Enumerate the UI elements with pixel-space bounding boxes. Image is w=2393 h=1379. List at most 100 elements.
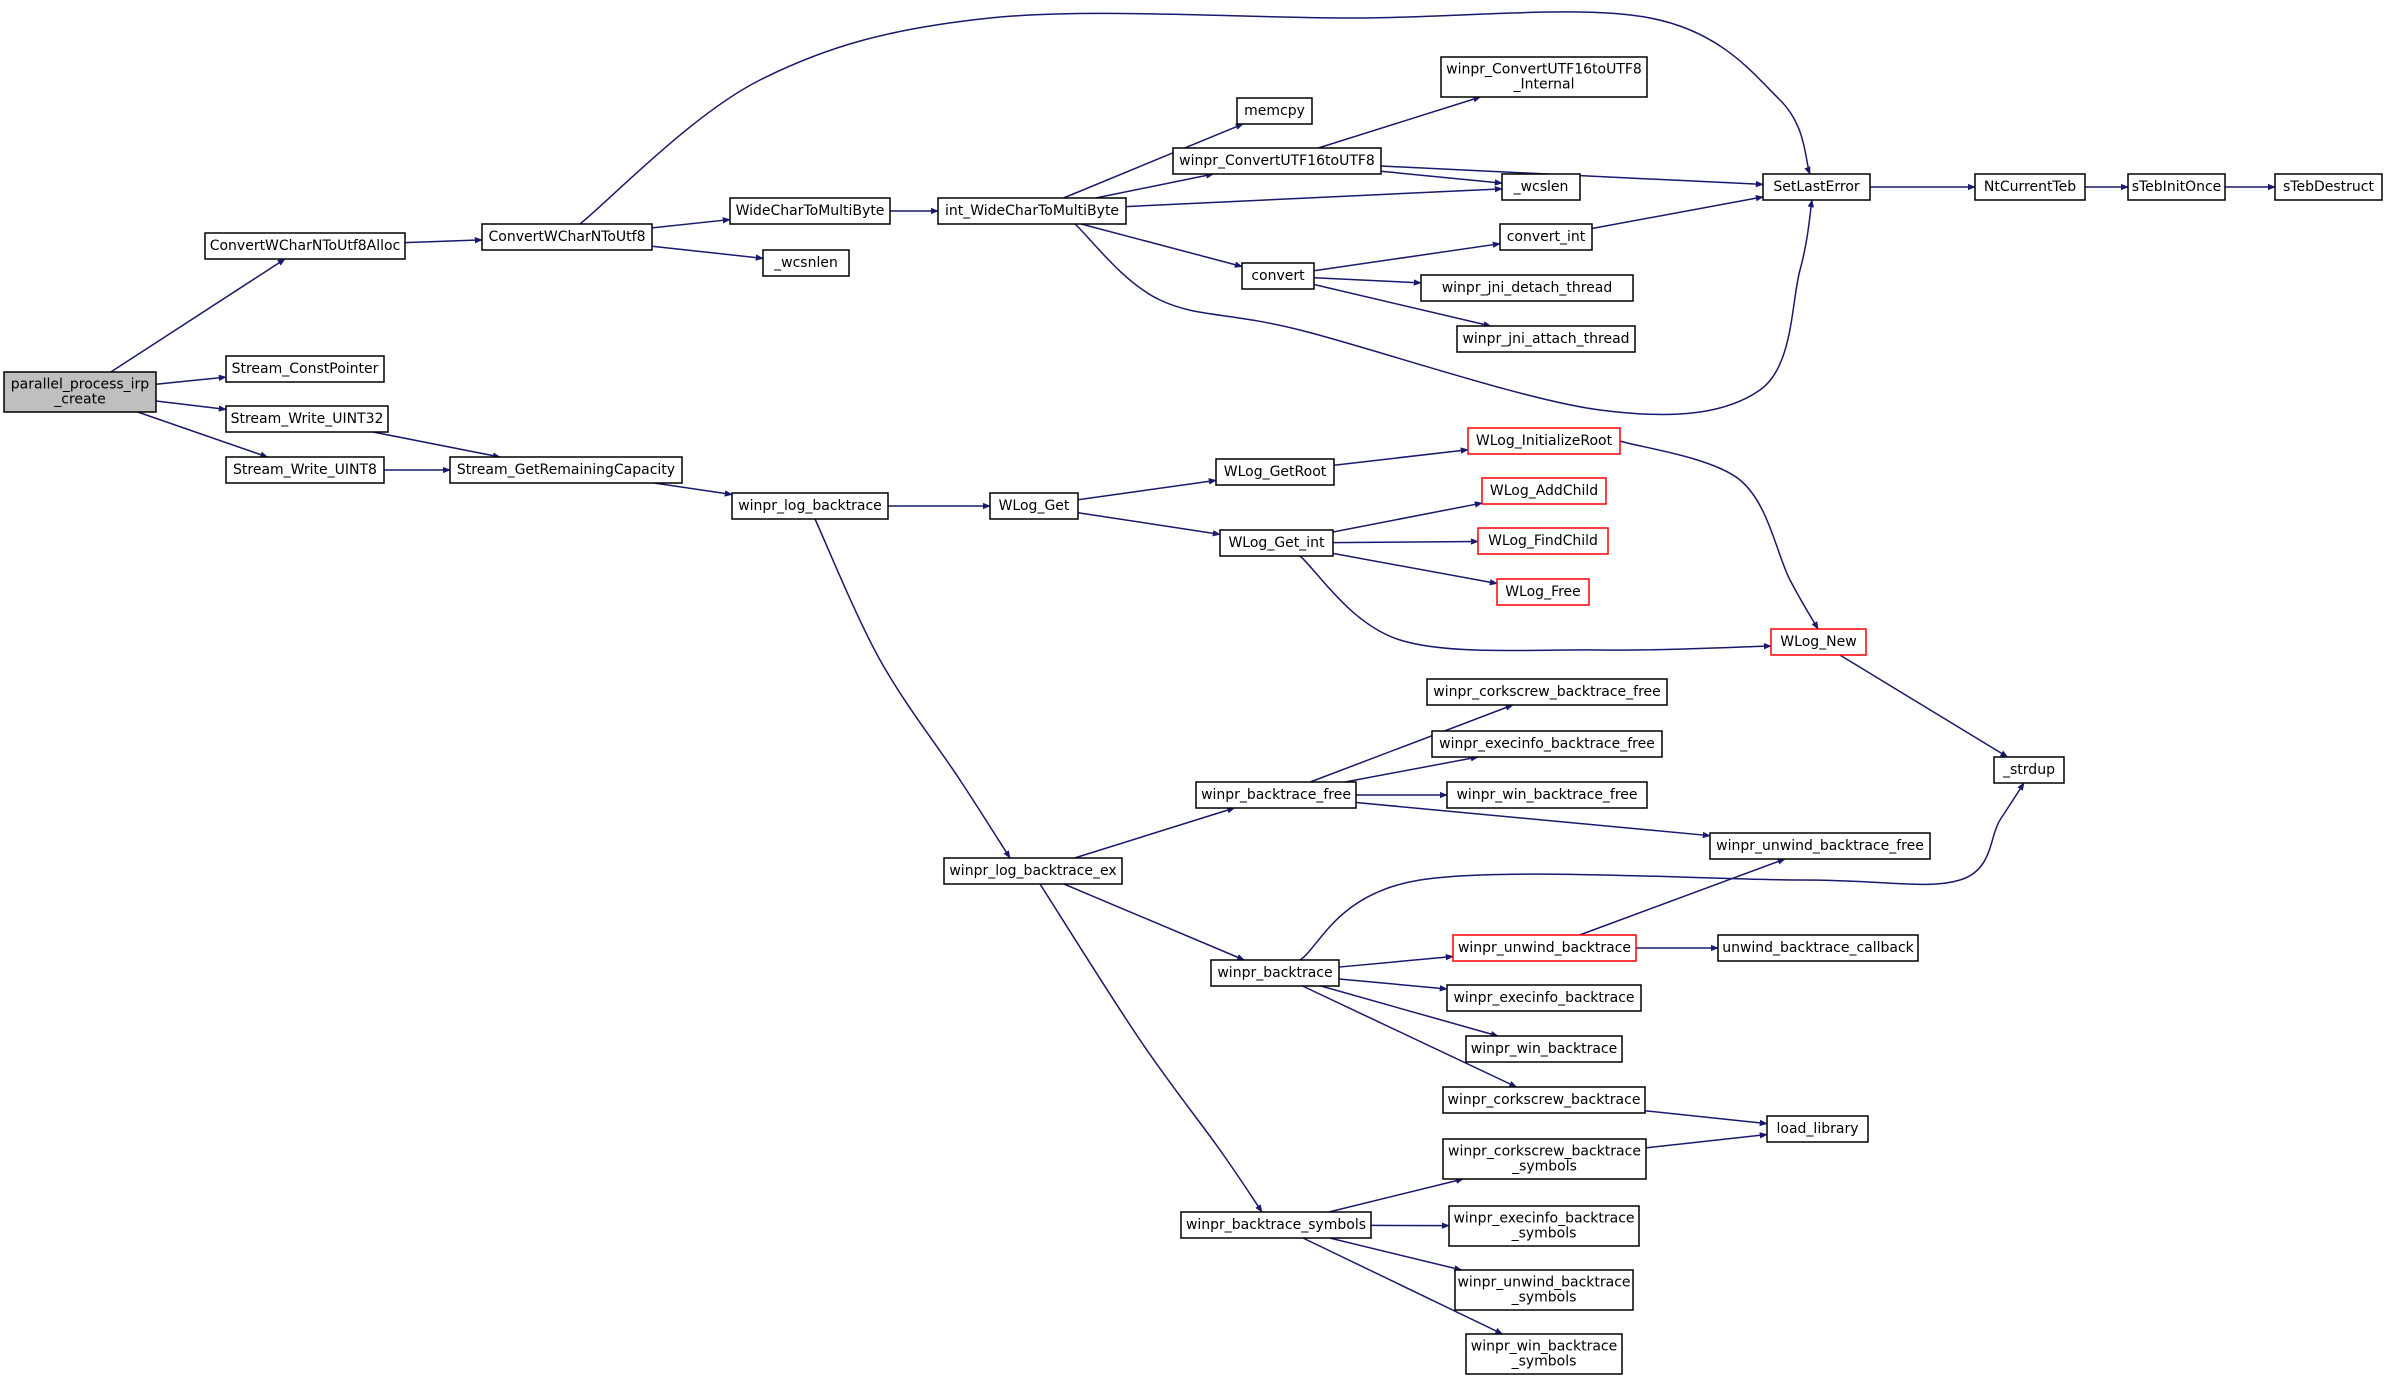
- node-load-library[interactable]: load_library: [1766, 1115, 1869, 1143]
- node-winpr-corkscrew-backtrace-free[interactable]: winpr_corkscrew_backtrace_free: [1426, 678, 1668, 706]
- edge-wlbex-to-wbs: [1039, 883, 1263, 1213]
- node-label: winpr_backtrace_free: [1201, 787, 1351, 803]
- node-winpr-win-backtrace-symbols[interactable]: winpr_win_backtrace_symbols: [1465, 1333, 1623, 1375]
- node-box: [1454, 1269, 1634, 1311]
- edge-wlir-to-wlnew: [1619, 440, 1819, 630]
- node-ntcurrentteb[interactable]: NtCurrentTeb: [1974, 173, 2086, 201]
- node-box: [1448, 1205, 1640, 1247]
- node-wlog-getroot[interactable]: WLog_GetRoot: [1215, 458, 1335, 486]
- node-winpr-jni-attach-thread[interactable]: winpr_jni_attach_thread: [1456, 325, 1636, 353]
- node-strdup[interactable]: _strdup: [1993, 756, 2065, 784]
- node-stream-write-uint8[interactable]: Stream_Write_UINT8: [225, 456, 385, 484]
- edge-wlgi-to-wlfc: [1332, 538, 1479, 545]
- node-widechartomultibyte[interactable]: WideCharToMultiByte: [729, 197, 891, 225]
- node-winpr-corkscrew-backtrace[interactable]: winpr_corkscrew_backtrace: [1442, 1086, 1646, 1114]
- edge-wb-to-strdup: [1299, 782, 2025, 961]
- node-setlasterror[interactable]: SetLastError: [1762, 173, 1871, 201]
- node-label: WLog_AddChild: [1490, 483, 1598, 499]
- node-label: sTebInitOnce: [2132, 179, 2222, 195]
- node-winpr-convertutf16toutf8[interactable]: winpr_ConvertUTF16toUTF8: [1172, 147, 1382, 175]
- node-label: Stream_ConstPointer: [232, 361, 379, 377]
- node-label: winpr_unwind_backtrace: [1457, 1275, 1630, 1291]
- node-winpr-backtrace-symbols[interactable]: winpr_backtrace_symbols: [1180, 1211, 1372, 1239]
- node-winpr-log-backtrace[interactable]: winpr_log_backtrace: [731, 492, 889, 520]
- node-wcslen[interactable]: _wcslen: [1501, 173, 1581, 201]
- node-label: winpr_unwind_backtrace_free: [1716, 838, 1924, 854]
- edge-ppi-to-cwna: [110, 258, 286, 373]
- node-winpr-execinfo-backtrace[interactable]: winpr_execinfo_backtrace: [1446, 984, 1642, 1012]
- node-winpr-backtrace[interactable]: winpr_backtrace: [1210, 959, 1340, 987]
- edge-cwn-to-sle: [579, 11, 1811, 225]
- node-winpr-win-backtrace[interactable]: winpr_win_backtrace: [1465, 1035, 1623, 1063]
- node-box: [1420, 274, 1634, 302]
- node-box: [731, 492, 889, 520]
- node-stream-getremainingcapacity[interactable]: Stream_GetRemainingCapacity: [449, 456, 683, 484]
- node-stream-write-uint32[interactable]: Stream_Write_UINT32: [225, 405, 389, 433]
- node-wlog-initializeroot[interactable]: WLog_InitializeRoot: [1467, 427, 1621, 455]
- node-stebinitonce[interactable]: sTebInitOnce: [2127, 173, 2226, 201]
- node-wlog-get[interactable]: WLog_Get: [989, 492, 1079, 520]
- node-label: Stream_GetRemainingCapacity: [457, 462, 675, 478]
- node-label: WLog_InitializeRoot: [1476, 433, 1613, 449]
- node-winpr-backtrace-free[interactable]: winpr_backtrace_free: [1195, 781, 1357, 809]
- node-wlog-free[interactable]: WLog_Free: [1496, 578, 1590, 606]
- node-winpr-win-backtrace-free[interactable]: winpr_win_backtrace_free: [1446, 781, 1648, 809]
- node-stebdestruct[interactable]: sTebDestruct: [2274, 173, 2383, 201]
- edge-wlnew-to-strdup: [1839, 654, 2009, 758]
- node-label: SetLastError: [1773, 179, 1860, 195]
- node-winpr-execinfo-backtrace-free[interactable]: winpr_execinfo_backtrace_free: [1431, 730, 1663, 758]
- edge-wbf-to-wubf: [1355, 801, 1711, 839]
- node-winpr-unwind-backtrace-symbols[interactable]: winpr_unwind_backtrace_symbols: [1454, 1269, 1634, 1311]
- node-label: unwind_backtrace_callback: [1722, 940, 1914, 956]
- node-wcsnlen[interactable]: _wcsnlen: [762, 249, 850, 277]
- node-int-widechartomultibyte[interactable]: int_WideCharToMultiByte: [937, 197, 1127, 225]
- node-memcpy[interactable]: memcpy: [1236, 97, 1313, 125]
- node-parallel-process-irp-create[interactable]: parallel_process_irp_create: [3, 371, 157, 413]
- node-winpr-convertutf16toutf8-internal[interactable]: winpr_ConvertUTF16toUTF8_Internal: [1440, 56, 1648, 98]
- node-winpr-execinfo-backtrace-symbols[interactable]: winpr_execinfo_backtrace_symbols: [1448, 1205, 1640, 1247]
- node-box: [449, 456, 683, 484]
- node-wlog-findchild[interactable]: WLog_FindChild: [1477, 527, 1609, 555]
- edge-wlget-to-wlgi: [1077, 511, 1221, 537]
- edge-wcb-to-ll: [1644, 1109, 1768, 1127]
- node-winpr-corkscrew-backtrace-symbols[interactable]: winpr_corkscrew_backtrace_symbols: [1442, 1138, 1647, 1180]
- edge-wlbex-to-wb: [1063, 883, 1245, 961]
- node-box: [2274, 173, 2383, 201]
- edge-iwctmb-to-convert: [1081, 223, 1243, 268]
- node-box: [1770, 628, 1867, 656]
- node-wlog-get-int[interactable]: WLog_Get_int: [1219, 529, 1334, 557]
- node-box: [1762, 173, 1871, 201]
- node-label: _create: [53, 392, 105, 408]
- node-label: winpr_jni_attach_thread: [1462, 331, 1629, 347]
- node-winpr-unwind-backtrace-free[interactable]: winpr_unwind_backtrace_free: [1709, 832, 1931, 860]
- node-convert[interactable]: convert: [1241, 262, 1315, 290]
- node-label: ConvertWCharNToUtf8: [489, 229, 646, 245]
- edge-wbs-to-wubs: [1329, 1237, 1463, 1272]
- node-label: _Internal: [1513, 77, 1575, 93]
- node-label: _wcslen: [1513, 179, 1569, 195]
- node-box: [1452, 934, 1637, 962]
- node-winpr-jni-detach-thread[interactable]: winpr_jni_detach_thread: [1420, 274, 1634, 302]
- node-winpr-log-backtrace-ex[interactable]: winpr_log_backtrace_ex: [943, 857, 1123, 885]
- node-label: convert: [1251, 268, 1305, 284]
- node-label: parallel_process_irp: [11, 377, 150, 393]
- edge-wb-to-wcb: [1302, 985, 1518, 1088]
- edge-cwn-to-wctmb: [651, 217, 731, 229]
- node-label: winpr_execinfo_backtrace: [1453, 990, 1634, 1006]
- node-stream-constpointer[interactable]: Stream_ConstPointer: [225, 355, 385, 383]
- node-box: [3, 371, 157, 413]
- node-wlog-new[interactable]: WLog_New: [1770, 628, 1867, 656]
- node-label: _symbols: [1511, 1290, 1577, 1306]
- node-wlog-addchild[interactable]: WLog_AddChild: [1481, 477, 1607, 505]
- node-label: _strdup: [2002, 762, 2055, 778]
- node-convertwcharntoutf8[interactable]: ConvertWCharNToUtf8: [481, 223, 653, 251]
- node-winpr-unwind-backtrace[interactable]: winpr_unwind_backtrace: [1452, 934, 1637, 962]
- node-box: [1501, 173, 1581, 201]
- node-box: [1993, 756, 2065, 784]
- node-convertwcharntoutf8alloc[interactable]: ConvertWCharNToUtf8Alloc: [204, 232, 406, 260]
- node-unwind-backtrace-callback[interactable]: unwind_backtrace_callback: [1717, 934, 1919, 962]
- edge-wbf-to-webf: [1344, 755, 1479, 783]
- edge-wb-to-web: [1338, 978, 1448, 992]
- node-box: [1717, 934, 1919, 962]
- node-convert-int[interactable]: convert_int: [1499, 223, 1593, 251]
